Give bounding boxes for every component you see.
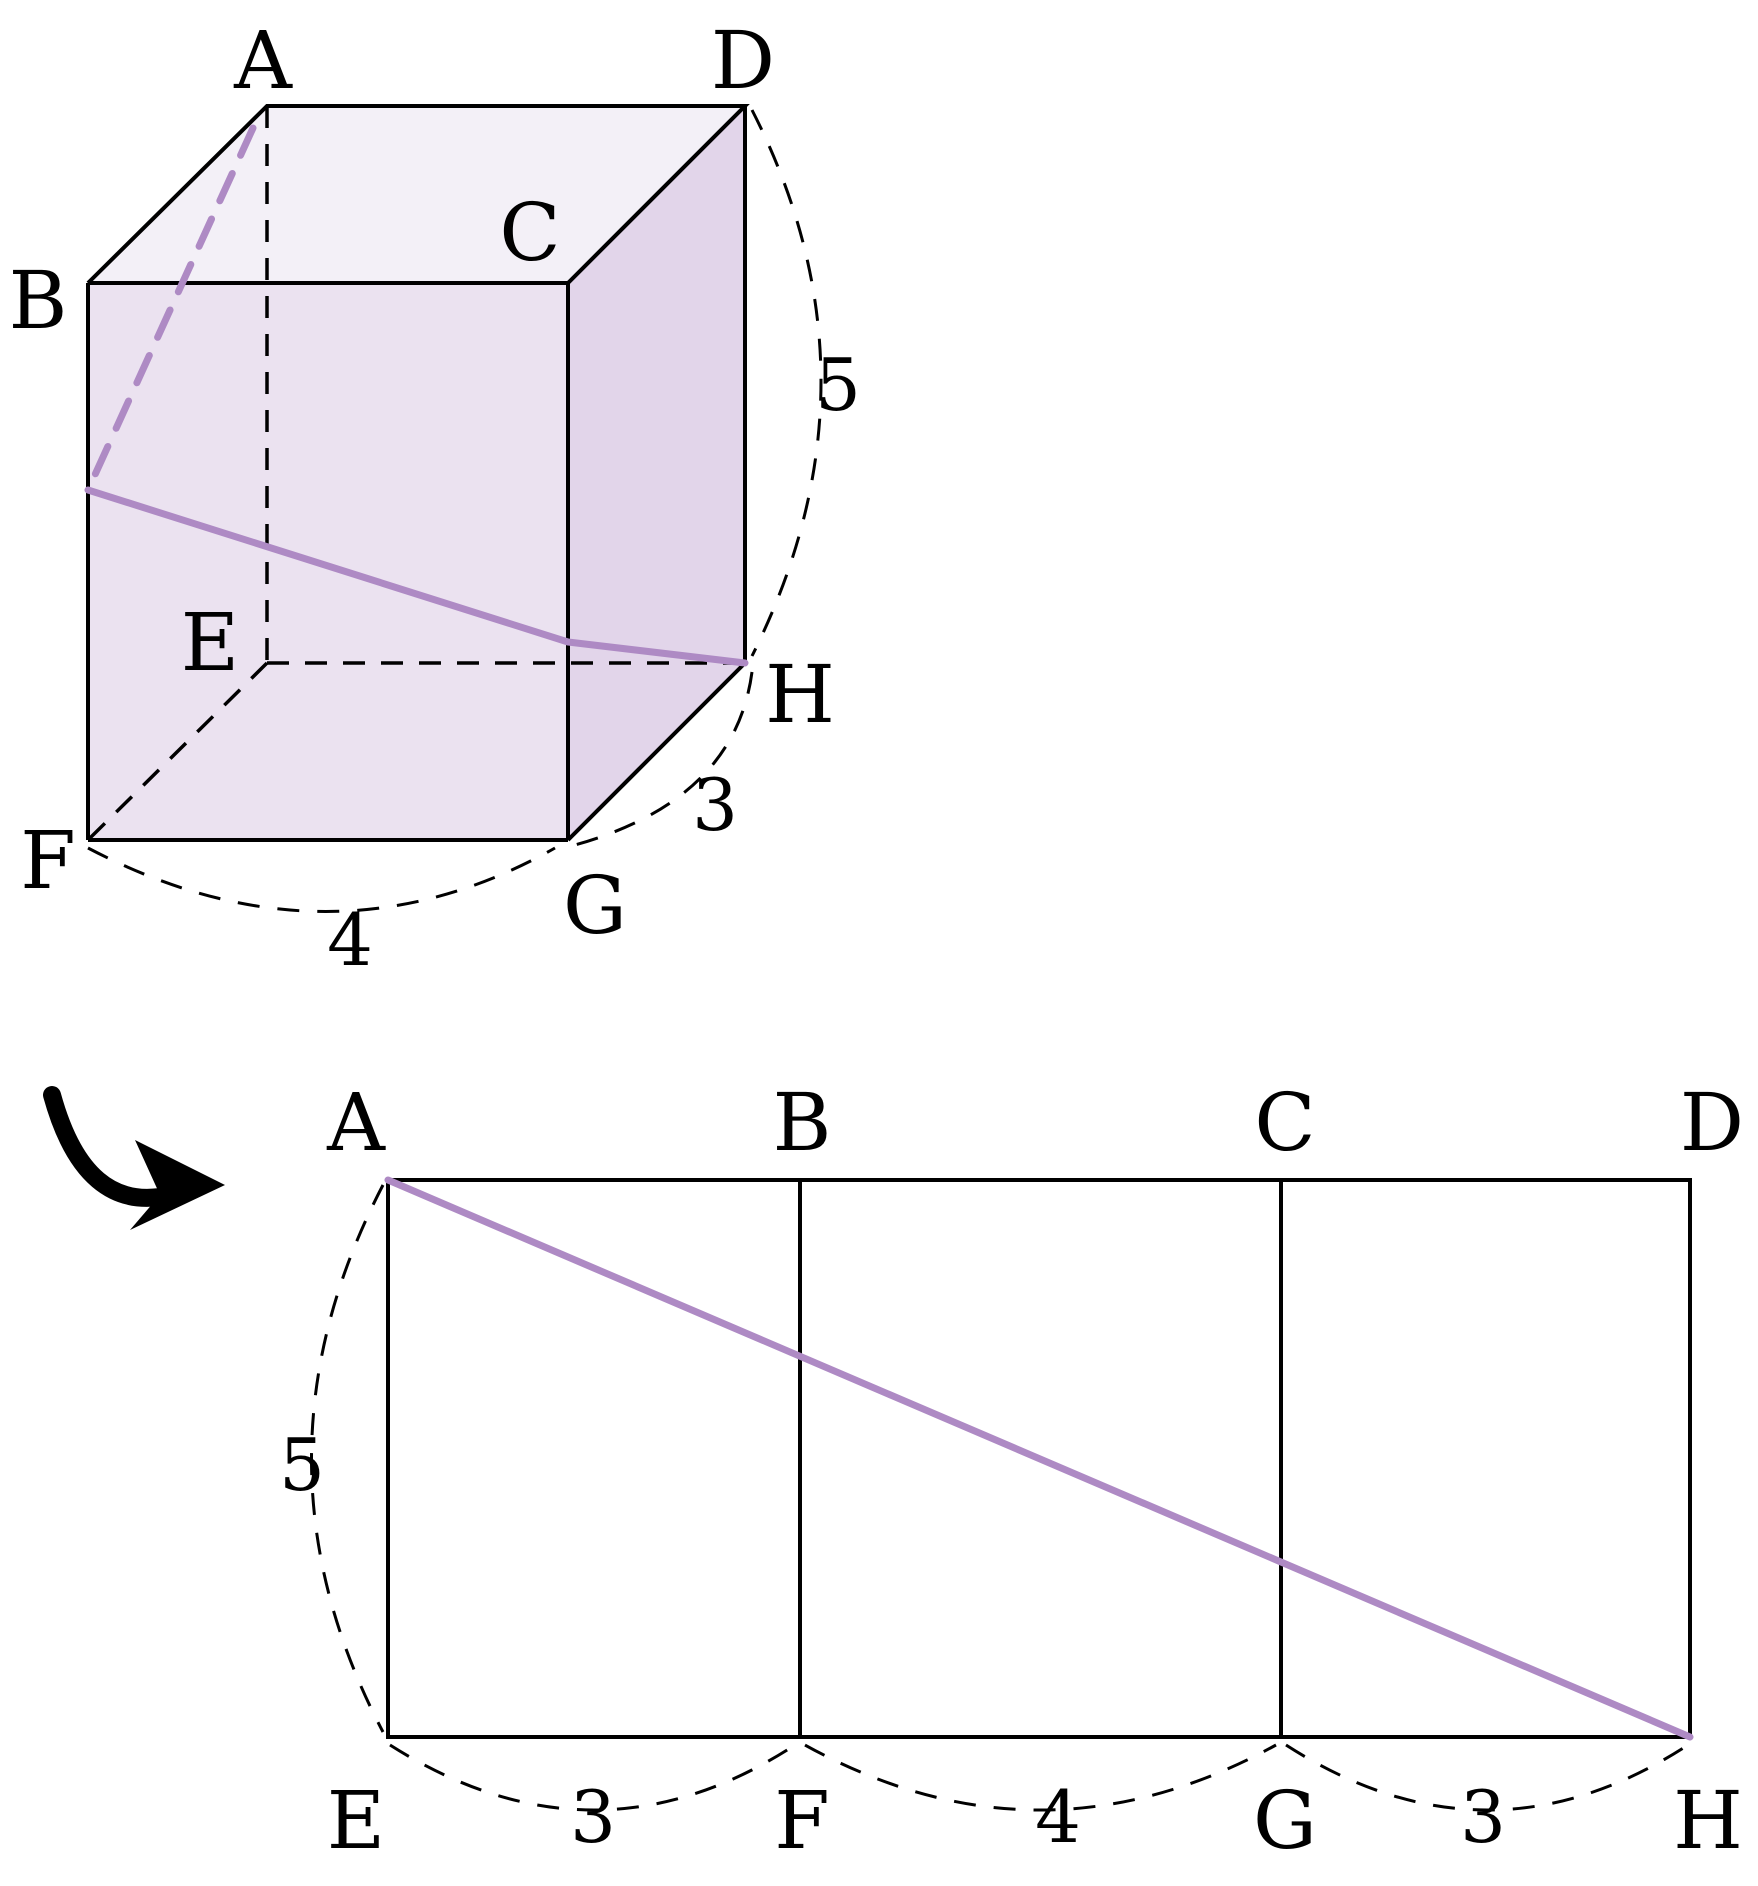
edge-gh — [566, 661, 747, 842]
net-dimension-seg3: 3 — [1460, 1775, 1506, 1859]
top-face — [88, 106, 745, 283]
front-face — [88, 283, 568, 840]
measure-arc-depth — [574, 671, 754, 847]
net-shortest-path — [384, 1176, 1694, 1741]
net-label-c: C — [1254, 1076, 1315, 1169]
net-label-h: H — [1673, 1774, 1743, 1867]
net-dimension-seg1: 3 — [570, 1775, 616, 1859]
path-visible-segment — [84, 486, 749, 667]
dimension-depth: 3 — [692, 763, 738, 847]
cuboid-figure: A D B C E H F G 5 3 4 — [9, 14, 861, 982]
net-measure-height — [310, 1184, 385, 1733]
label-a: A — [233, 14, 293, 107]
dimension-width: 4 — [327, 898, 373, 982]
net-dimension-height: 5 — [279, 1423, 325, 1507]
unfolded-net: A B C D E F G H 5 3 4 3 — [279, 1076, 1744, 1867]
net-measure-seg2 — [804, 1743, 1277, 1812]
net-label-e: E — [327, 1774, 385, 1867]
label-d: D — [711, 14, 775, 107]
label-f: F — [20, 814, 76, 907]
net-label-d: D — [1680, 1076, 1744, 1169]
net-measure-seg1 — [389, 1743, 796, 1812]
net-outline — [386, 1178, 1692, 1739]
net-dimension-seg2: 4 — [1035, 1775, 1081, 1859]
dimension-height: 5 — [815, 343, 861, 427]
hidden-edge-ef — [86, 661, 269, 842]
label-g: G — [563, 859, 627, 952]
label-e: E — [181, 596, 239, 689]
path-hidden-segment — [84, 124, 257, 494]
net-label-b: B — [773, 1076, 832, 1169]
net-label-f: F — [774, 1774, 830, 1867]
measure-arc-height — [750, 109, 823, 657]
label-c: C — [499, 186, 560, 279]
net-label-g: G — [1253, 1774, 1317, 1867]
measure-arc-width — [87, 846, 556, 913]
net-measure-seg3 — [1285, 1743, 1689, 1812]
label-h: H — [765, 648, 835, 741]
net-label-a: A — [326, 1076, 386, 1169]
label-b: B — [9, 254, 68, 347]
curved-arrow-icon — [43, 1086, 225, 1230]
